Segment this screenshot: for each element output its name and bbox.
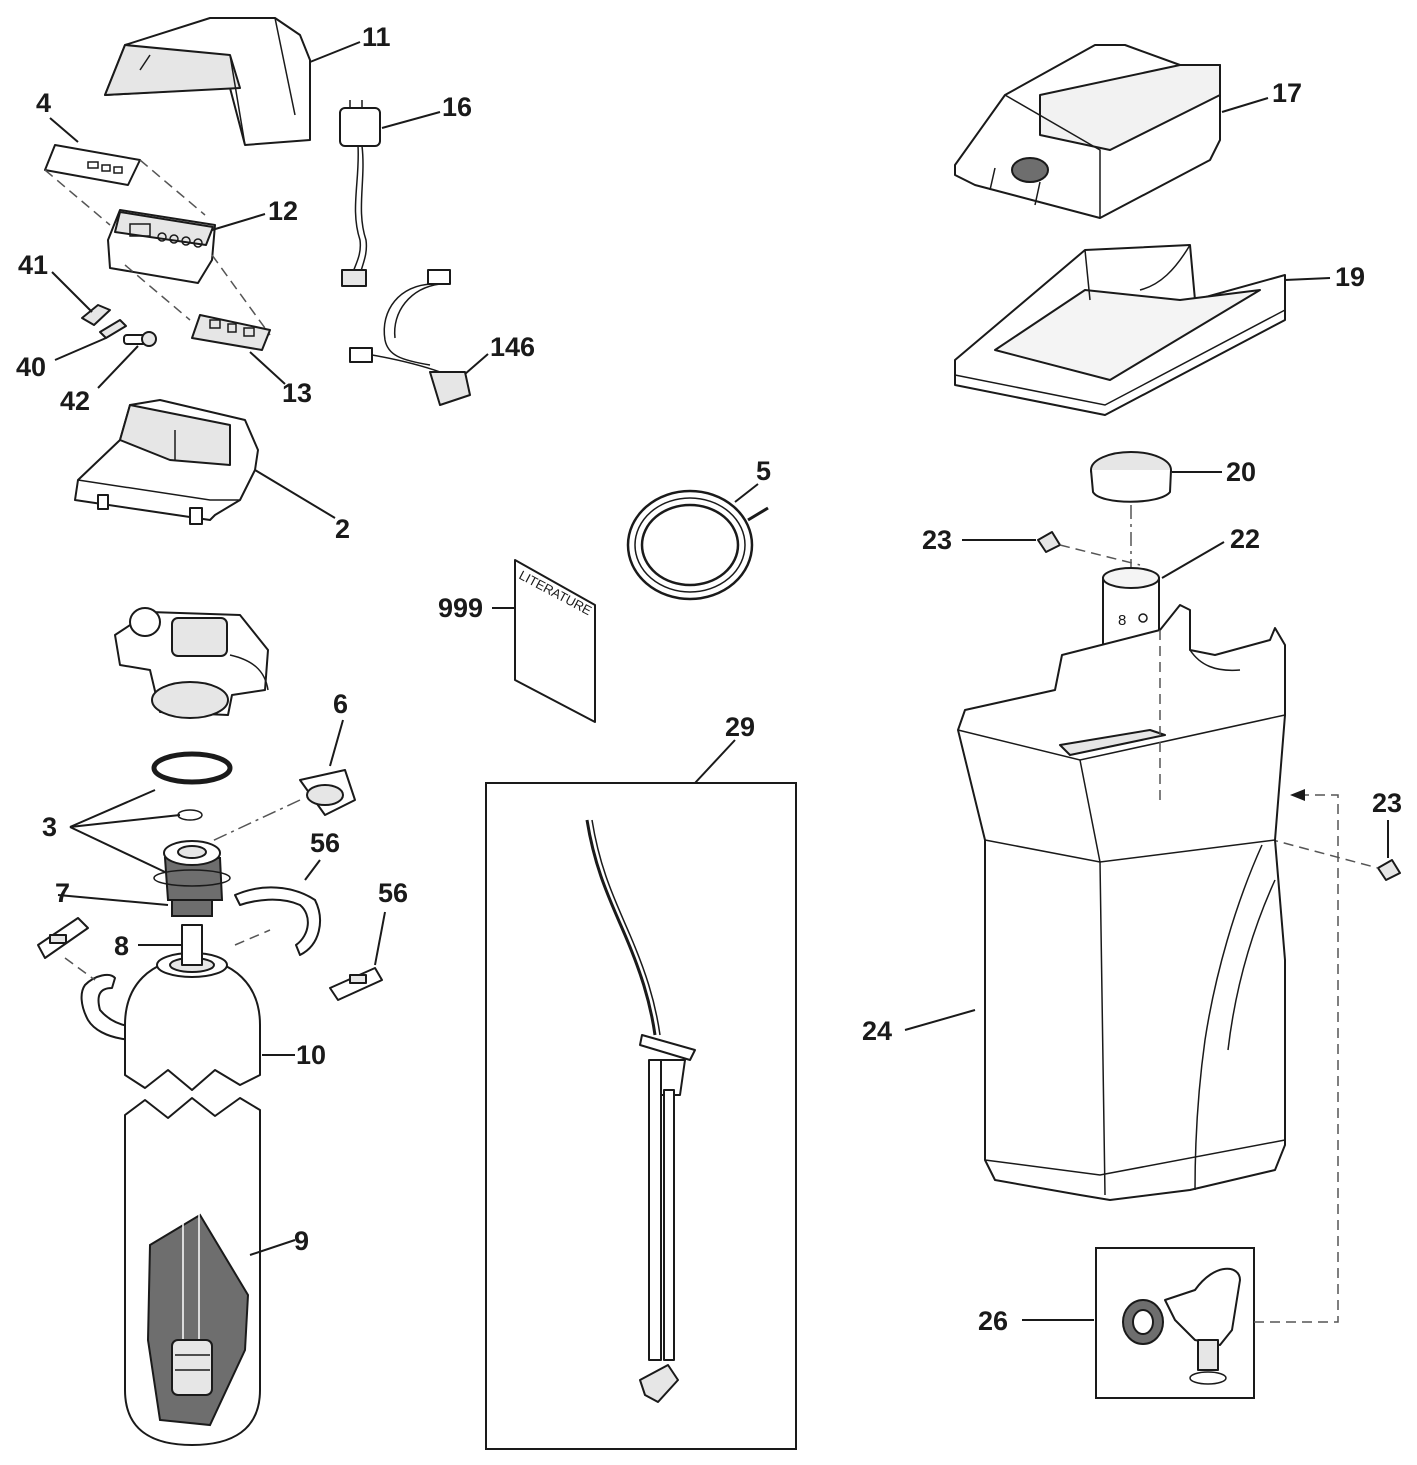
callout-40: 40 (16, 352, 46, 382)
callout-16: 16 (442, 92, 472, 122)
callout-56b: 56 (378, 878, 408, 908)
callout-5: 5 (756, 456, 771, 486)
part-42-screw (123, 331, 157, 347)
callout-146: 146 (490, 332, 535, 362)
part-3-o-ring-large (151, 751, 233, 785)
part-29-brine-valve (585, 819, 696, 1403)
callout-22: 22 (1230, 524, 1260, 554)
callout-17: 17 (1272, 78, 1302, 108)
callout-4: 4 (36, 88, 51, 118)
callout-41: 41 (18, 250, 48, 280)
part-41-bracket (81, 304, 111, 326)
part-146-wire-harness (349, 269, 471, 406)
brine-well-scale-8: 8 (1118, 612, 1126, 629)
callout-2: 2 (335, 514, 350, 544)
part-40-clip (99, 319, 127, 339)
part-20-brine-well-cap (1090, 451, 1172, 503)
part-19-tray (954, 244, 1286, 416)
callout-23a: 23 (922, 525, 952, 555)
callout-6: 6 (333, 689, 348, 719)
callout-11: 11 (362, 22, 391, 52)
part-5-tubing-coil (626, 489, 769, 601)
part-56-clip-a (234, 886, 321, 956)
callout-56a: 56 (310, 828, 340, 858)
part-6-cap (299, 769, 356, 816)
part-23-plug-a (1037, 531, 1061, 553)
part-26-box (1095, 1247, 1255, 1399)
callout-26: 26 (978, 1306, 1008, 1336)
part-26-overflow-fitting (1122, 1267, 1241, 1385)
part-29-box (485, 782, 797, 1450)
callout-19: 19 (1335, 262, 1365, 292)
callout-8: 8 (114, 931, 129, 961)
arrow-head (1290, 789, 1305, 801)
part-11-cover (104, 17, 311, 146)
callout-42: 42 (60, 386, 90, 416)
part-12-controller (107, 209, 216, 284)
callout-3: 3 (42, 812, 57, 842)
callout-9: 9 (294, 1226, 309, 1256)
part-10-resin-tank (124, 924, 261, 1446)
callout-999: 999 (438, 593, 483, 623)
callout-29: 29 (725, 712, 755, 742)
part-valve-body (114, 607, 269, 719)
part-23-plug-b (1377, 859, 1401, 881)
callout-24: 24 (862, 1016, 892, 1046)
callout-12: 12 (268, 196, 298, 226)
part-13-circuit-board (191, 314, 271, 351)
part-56-clip-b (329, 967, 383, 1001)
part-7-retainer (171, 899, 213, 917)
part-3-o-ring-small (177, 809, 203, 821)
callout-7: 7 (55, 878, 70, 908)
callout-20: 20 (1226, 457, 1256, 487)
part-16-power-adapter (339, 100, 381, 287)
part-17-salt-lid (954, 44, 1221, 219)
part-2-base (74, 399, 259, 525)
part-4-overlay (44, 144, 141, 186)
part-3-distributor (153, 840, 231, 901)
callout-13: 13 (282, 378, 312, 408)
part-999-literature: LITERATURE (514, 559, 596, 723)
callout-23b: 23 (1372, 788, 1402, 818)
part-24-brine-tank (957, 604, 1286, 1201)
callout-10: 10 (296, 1040, 326, 1070)
part-clip-left (37, 917, 89, 959)
